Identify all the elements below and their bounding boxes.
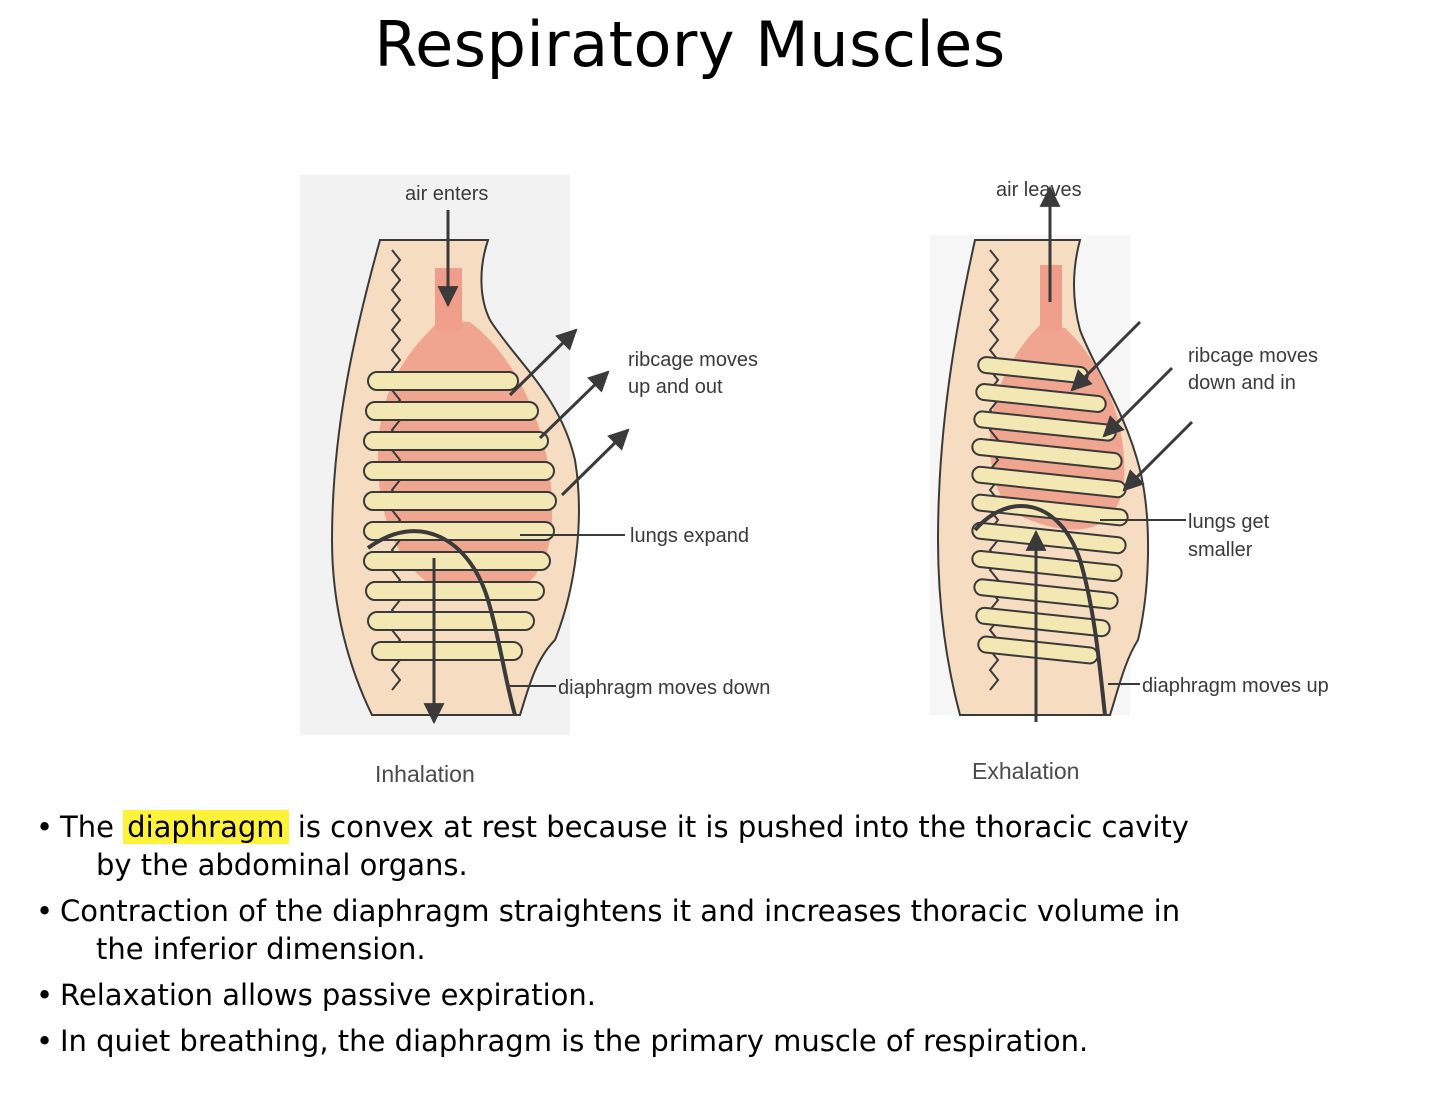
inhalation-diaphragm — [366, 529, 517, 716]
bullet-dot: • — [36, 810, 54, 844]
exhalation-ribcage-label-2: down and in — [1188, 372, 1296, 394]
bullet-4-text: In quiet breathing, the diaphragm is the… — [60, 1024, 1089, 1058]
exhalation-figure: air leaves ribcage moves down and in lun… — [930, 179, 1329, 784]
inhalation-lungs-label: lungs expand — [630, 525, 749, 547]
bullet-1-post: is convex at rest because it is pushed i… — [288, 810, 1189, 844]
bullet-2-text: Contraction of the diaphragm straightens… — [60, 894, 1181, 928]
exhalation-air-label: air leaves — [996, 179, 1082, 201]
bullet-item-4: • In quiet breathing, the diaphragm is t… — [36, 1022, 1396, 1060]
exhalation-lungs-label-2: smaller — [1188, 539, 1253, 561]
exhalation-lungs-label-1: lungs get — [1188, 511, 1270, 533]
bullet-item-3: • Relaxation allows passive expiration. — [36, 976, 1396, 1014]
inhalation-air-label: air enters — [405, 183, 488, 205]
bullet-item-2: • Contraction of the diaphragm straighte… — [36, 892, 1396, 968]
inhalation-ribcage-label-1: ribcage moves — [628, 349, 758, 371]
bullet-dot: • — [36, 894, 54, 928]
inhalation-figure: air enters ribcage moves up and out lung… — [300, 175, 770, 787]
bullet-dot: • — [36, 1024, 54, 1058]
exhalation-diaphragm-label: diaphragm moves up — [1142, 675, 1329, 697]
inhalation-diaphragm-label: diaphragm moves down — [558, 677, 770, 699]
inhalation-caption: Inhalation — [375, 761, 475, 787]
exhalation-caption: Exhalation — [972, 758, 1079, 784]
bullet-dot: • — [36, 978, 54, 1012]
bullet-1-continuation: by the abdominal organs. — [96, 848, 468, 882]
bullet-3-text: Relaxation allows passive expiration. — [60, 978, 596, 1012]
bullet-item-1: • The diaphragm is convex at rest becaus… — [36, 808, 1396, 884]
bullet-list: • The diaphragm is convex at rest becaus… — [36, 808, 1396, 1068]
exhalation-ribcage-label-1: ribcage moves — [1188, 345, 1318, 367]
bullet-1-pre: The — [60, 810, 124, 844]
exhalation-diaphragm — [973, 504, 1107, 716]
bullet-2-continuation: the inferior dimension. — [96, 932, 426, 966]
respiration-diagram: air enters ribcage moves up and out lung… — [300, 175, 1329, 787]
highlighted-term: diaphragm — [123, 810, 289, 844]
slide-title: Respiratory Muscles — [374, 8, 1006, 81]
inhalation-ribcage-label-2: up and out — [628, 376, 723, 398]
